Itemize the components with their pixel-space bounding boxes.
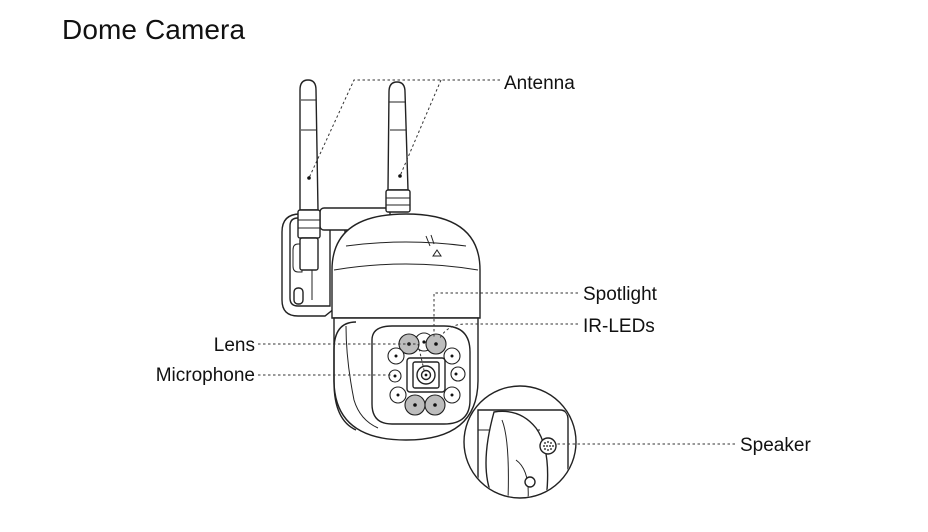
antenna-right xyxy=(385,81,411,213)
page-title: Dome Camera xyxy=(62,14,246,45)
antenna-left xyxy=(297,79,321,271)
leader-lines xyxy=(258,79,735,445)
speaker-detail xyxy=(463,385,577,499)
label-spotlight: Spotlight xyxy=(583,284,658,305)
label-ir-leds: IR-LEDs xyxy=(583,316,655,337)
label-antenna: Antenna xyxy=(504,73,575,94)
dome-housing xyxy=(331,213,481,319)
camera-face xyxy=(387,332,466,416)
label-speaker: Speaker xyxy=(740,435,811,456)
label-lens: Lens xyxy=(214,335,255,356)
speaker-icon xyxy=(539,437,557,455)
label-microphone: Microphone xyxy=(156,365,255,386)
